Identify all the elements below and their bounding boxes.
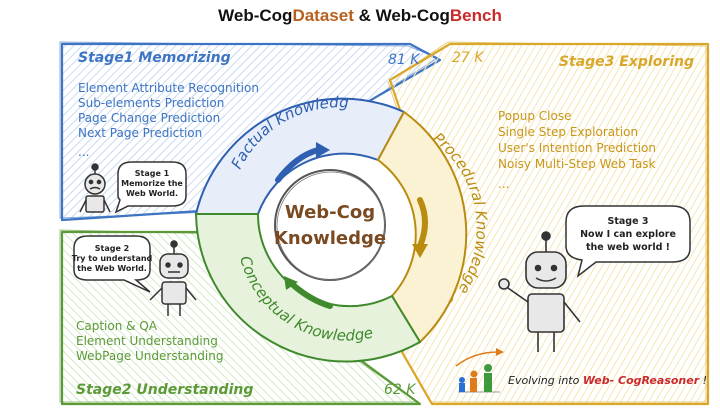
stage3-speech-bubble: Stage 3 Now I can explore the web world … — [565, 205, 691, 278]
stage3-item-list: Popup Close Single Step Exploration User… — [498, 109, 656, 191]
title-part-bench: Bench — [449, 6, 502, 25]
stage3-bubble-line: the web world ! — [586, 242, 670, 253]
stage1-bubble-line: Stage 1 — [135, 169, 170, 178]
stage3-item: Popup Close — [498, 109, 572, 123]
stage3-bubble-line: Now I can explore — [580, 229, 676, 240]
procedural-arrow-icon — [412, 197, 428, 258]
title-part-dataset: Dataset — [292, 6, 354, 25]
stage2-count: 62 K — [384, 382, 417, 398]
stage3-bubble-line: Stage 3 — [608, 216, 649, 227]
stage2-item: Caption & QA — [76, 319, 158, 333]
stage1-item-list: Element Attribute Recognition Sub-elemen… — [78, 81, 259, 159]
stage2-bubble-line: Try to understand — [72, 254, 153, 263]
figure-title: Web-CogDataset & Web-CogBench — [0, 6, 720, 26]
title-part-1: Web-Cog — [218, 6, 293, 25]
stage2-label: Stage2 Understanding — [76, 382, 253, 398]
stage1-item: Element Attribute Recognition — [78, 81, 259, 95]
stage1-speech-bubble: Stage 1 Memorize the Web World. — [114, 161, 187, 214]
stage3-item: Noisy Multi-Step Web Task — [498, 157, 656, 171]
footer-model-name: Web- CogReasoner — [583, 374, 700, 387]
stage3-robot-icon — [498, 231, 581, 352]
stage2-item: Element Understanding — [76, 334, 218, 348]
stage1-bubble-line: Web World. — [126, 189, 178, 198]
stage1-count: 81 K — [388, 52, 421, 68]
stage2-item-list: Caption & QA Element Understanding WebPa… — [76, 319, 223, 363]
stage1-item: Page Change Prediction — [78, 111, 220, 125]
conceptual-arrow-icon — [284, 276, 333, 309]
stage3-item: Single Step Exploration — [498, 125, 638, 139]
stage2-robot-icon — [149, 240, 197, 316]
center-circle — [274, 169, 386, 281]
stage1-item: Sub-elements Prediction — [78, 96, 224, 110]
title-part-3: & Web-Cog — [353, 6, 450, 25]
stage3-label: Stage3 Exploring — [559, 54, 694, 70]
footer-suffix: ! — [699, 374, 707, 387]
footer-evolving-text: Evolving into Web- CogReasoner ! — [508, 374, 707, 387]
factual-arrow-icon — [275, 142, 330, 183]
stage1-robot-icon — [79, 163, 111, 213]
stage1-bubble-line: Memorize the — [121, 179, 183, 188]
center-title-line2: Knowledge — [274, 228, 386, 249]
footer-prefix: Evolving into — [508, 374, 583, 387]
stage2-speech-bubble: Stage 2 Try to understand the Web World. — [72, 235, 153, 293]
evolution-runners-icon — [455, 348, 504, 393]
center-title-line1: Web-Cog — [285, 202, 375, 223]
stage2-bubble-line: the Web World. — [77, 264, 147, 273]
stage3-item: ... — [498, 177, 509, 191]
stage1-label: Stage1 Memorizing — [78, 50, 231, 66]
stage1-item: Next Page Prediction — [78, 126, 202, 140]
stage2-item: WebPage Understanding — [76, 349, 223, 363]
stage3-count: 27 K — [452, 50, 485, 66]
stage3-item: User's Intention Prediction — [498, 141, 656, 155]
stage2-bubble-line: Stage 2 — [95, 244, 130, 253]
knowledge-ring — [194, 97, 468, 363]
stage1-item: ... — [78, 145, 89, 159]
